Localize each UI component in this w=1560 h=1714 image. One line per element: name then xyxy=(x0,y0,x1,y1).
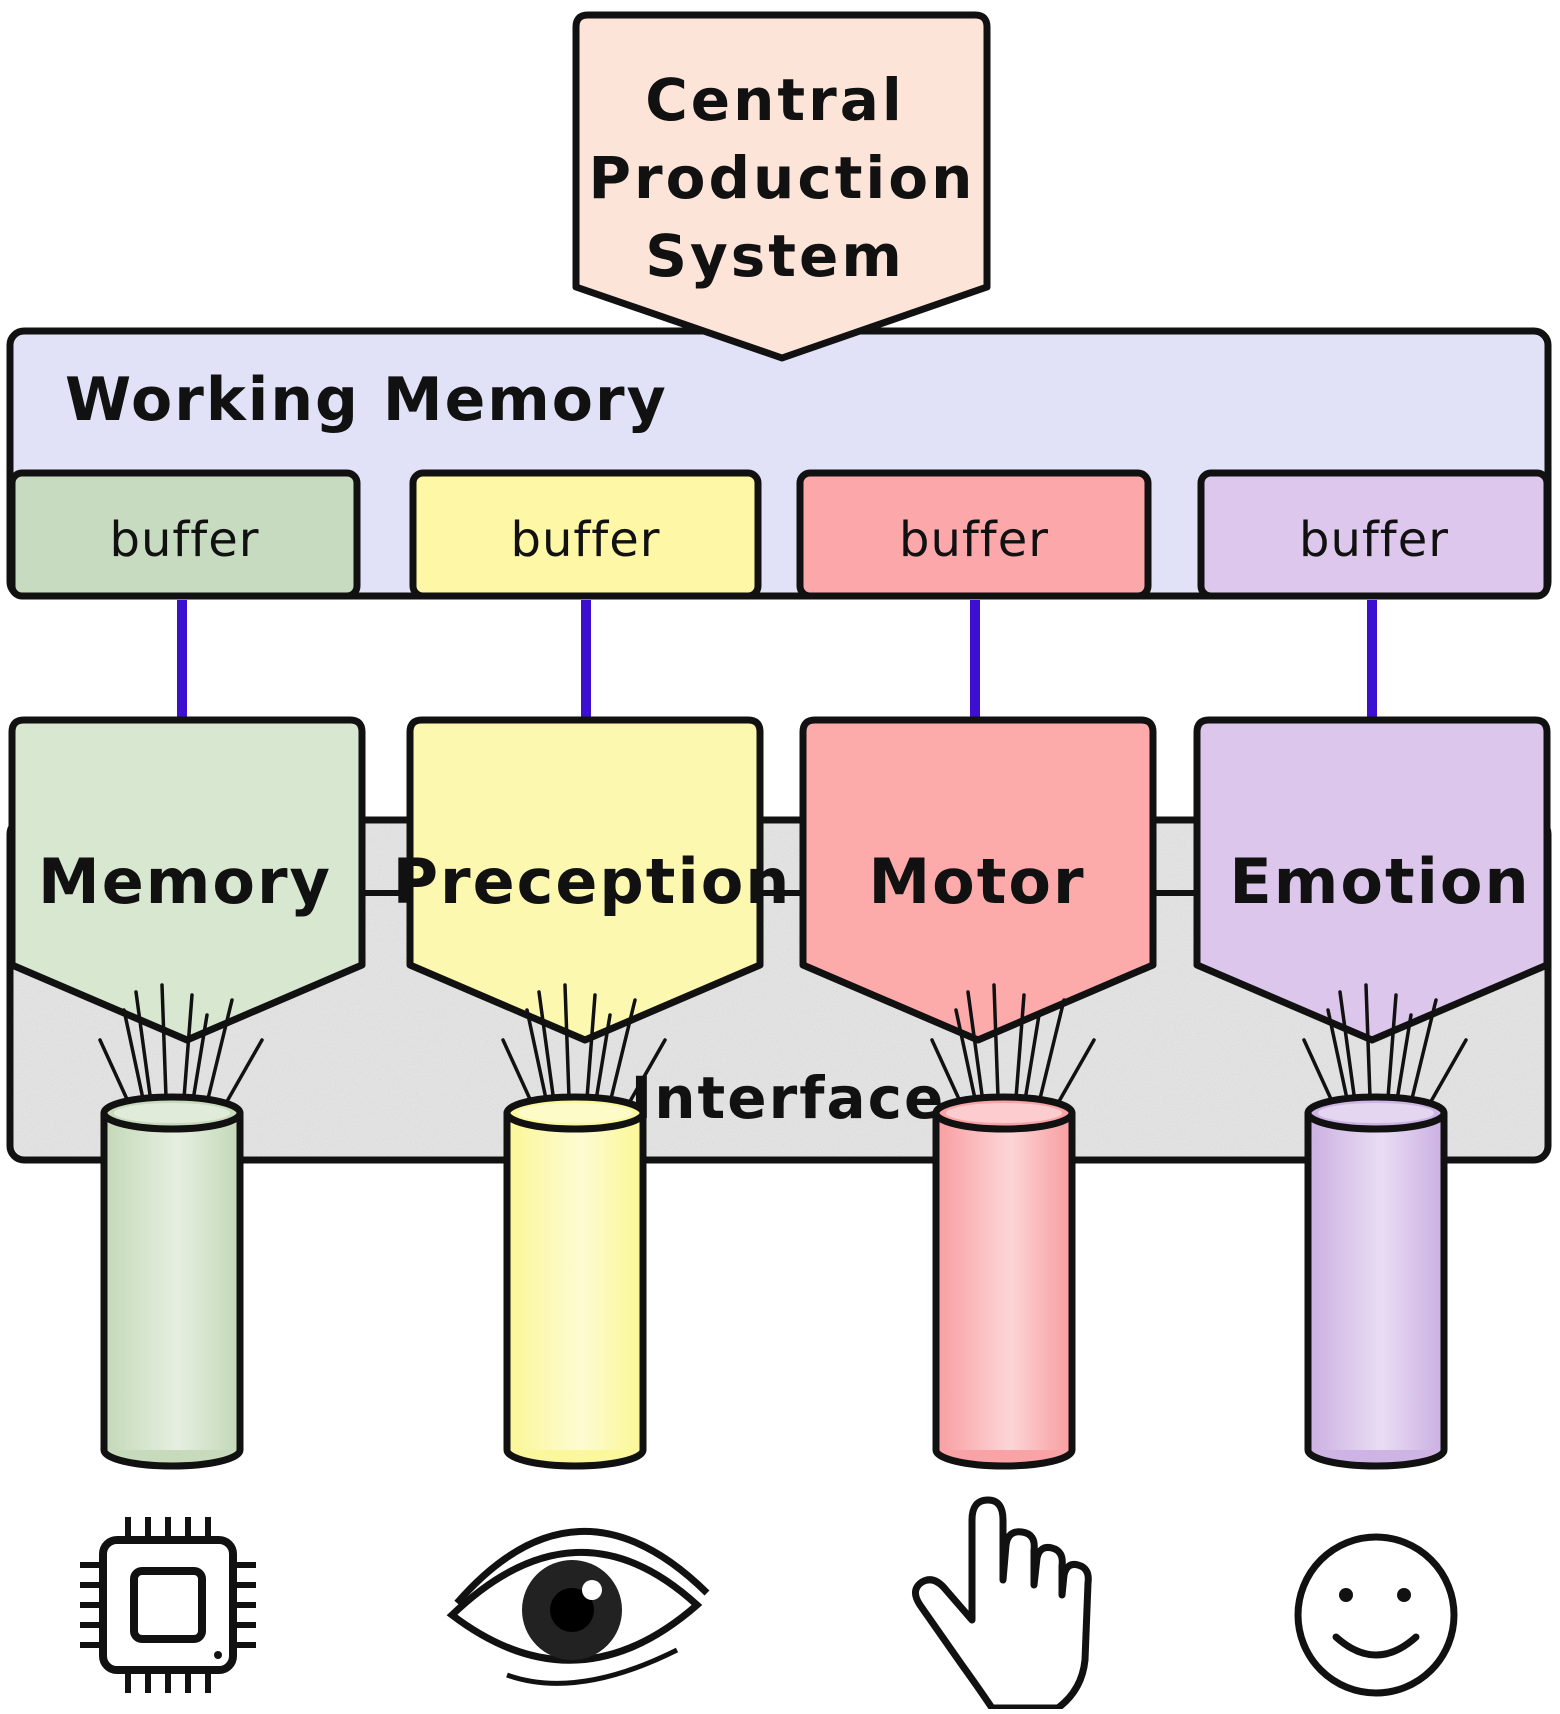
emotion-module-label: Emotion xyxy=(1229,845,1530,918)
memory-module-label: Memory xyxy=(38,845,332,918)
motor-fiber-bundle xyxy=(930,983,1096,1113)
working-memory-label: Working Memory xyxy=(65,365,668,435)
emotion-module-box xyxy=(1193,716,1551,1044)
perception-buffer-label: buffer xyxy=(511,512,661,568)
motor-module-label: Motor xyxy=(868,845,1085,918)
memory-buffer-box xyxy=(8,469,361,600)
memory-module-box xyxy=(8,716,366,1044)
perception-module-box xyxy=(406,716,764,1044)
motor-buffer-label: buffer xyxy=(899,512,1049,568)
motor-module-box xyxy=(799,716,1157,1044)
memory-cylinder xyxy=(100,1093,244,1470)
perception-module-label: Preception xyxy=(393,845,792,918)
perception-buffer-box xyxy=(409,469,762,600)
interface-label: Interface xyxy=(631,1064,946,1132)
emotion-fiber-bundle xyxy=(1302,983,1468,1113)
central-line-3: System xyxy=(645,222,905,290)
motor-cylinder xyxy=(932,1093,1076,1470)
motor-buffer-box xyxy=(796,469,1152,600)
perception-fiber-bundle xyxy=(501,983,667,1113)
emotion-buffer-label: buffer xyxy=(1299,512,1449,568)
icons-layer xyxy=(80,1496,1458,1712)
modules-layer: bufferMemorybufferPreceptionbufferMotorb… xyxy=(8,469,1551,1470)
central-line-2: Production xyxy=(589,144,976,212)
emotion-buffer-box xyxy=(1197,469,1551,600)
perception-cylinder xyxy=(503,1093,647,1470)
smiley-face-icon xyxy=(1294,1533,1458,1697)
central-line-1: Central xyxy=(645,66,905,134)
interface-band: Interface xyxy=(6,816,1552,1164)
chip-icon xyxy=(80,1517,256,1693)
emotion-cylinder xyxy=(1304,1093,1448,1470)
eye-icon xyxy=(446,1527,710,1686)
central-production-system: Central Production System xyxy=(572,11,991,362)
hand-pointer-icon xyxy=(912,1496,1092,1712)
memory-buffer-label: buffer xyxy=(110,512,260,568)
